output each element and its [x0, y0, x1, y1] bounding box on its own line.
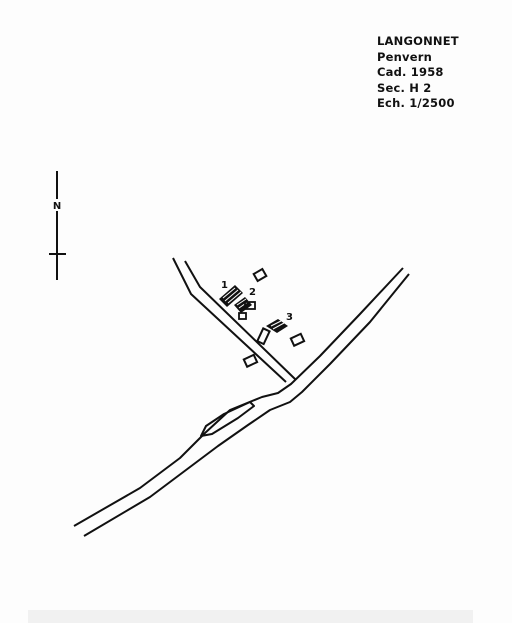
map-scale: Ech. 1/2500 [377, 96, 455, 110]
outbuilding-east [289, 332, 306, 348]
building-1: 1 [219, 280, 243, 307]
outbuilding-central [255, 327, 271, 346]
building-2-shed [238, 312, 247, 320]
road-islet [200, 401, 255, 437]
main-road-north-edge [73, 267, 404, 527]
map-title-block: LANGONNET Penvern Cad. 1958 Sec. H 2 Ech… [377, 34, 497, 112]
scan-bottom-strip [28, 610, 473, 623]
building-2: 2 [234, 287, 256, 320]
side-lane-west-edge [172, 257, 287, 383]
building-2-annex [244, 301, 256, 310]
building-1-label: 1 [221, 280, 228, 291]
building-3: 3 [266, 312, 293, 333]
outbuilding-south [242, 353, 259, 369]
place-name: Penvern [377, 49, 432, 64]
building-3-label: 3 [286, 312, 293, 323]
cadastre-section: Sec. H 2 [377, 80, 432, 95]
side-lane-east-edge [184, 260, 296, 380]
outbuilding-north [252, 267, 268, 283]
north-label: N [53, 201, 61, 212]
building-3-shape [266, 319, 288, 333]
main-road [73, 267, 410, 537]
side-lane [172, 257, 296, 383]
north-arrow: N [49, 171, 66, 280]
main-road-south-edge [83, 273, 410, 537]
building-2-label: 2 [249, 287, 256, 298]
commune-name: LANGONNET [377, 34, 459, 48]
north-label-bg [50, 199, 64, 211]
cadastre-year: Cad. 1958 [377, 65, 444, 79]
outbuildings [242, 267, 306, 369]
